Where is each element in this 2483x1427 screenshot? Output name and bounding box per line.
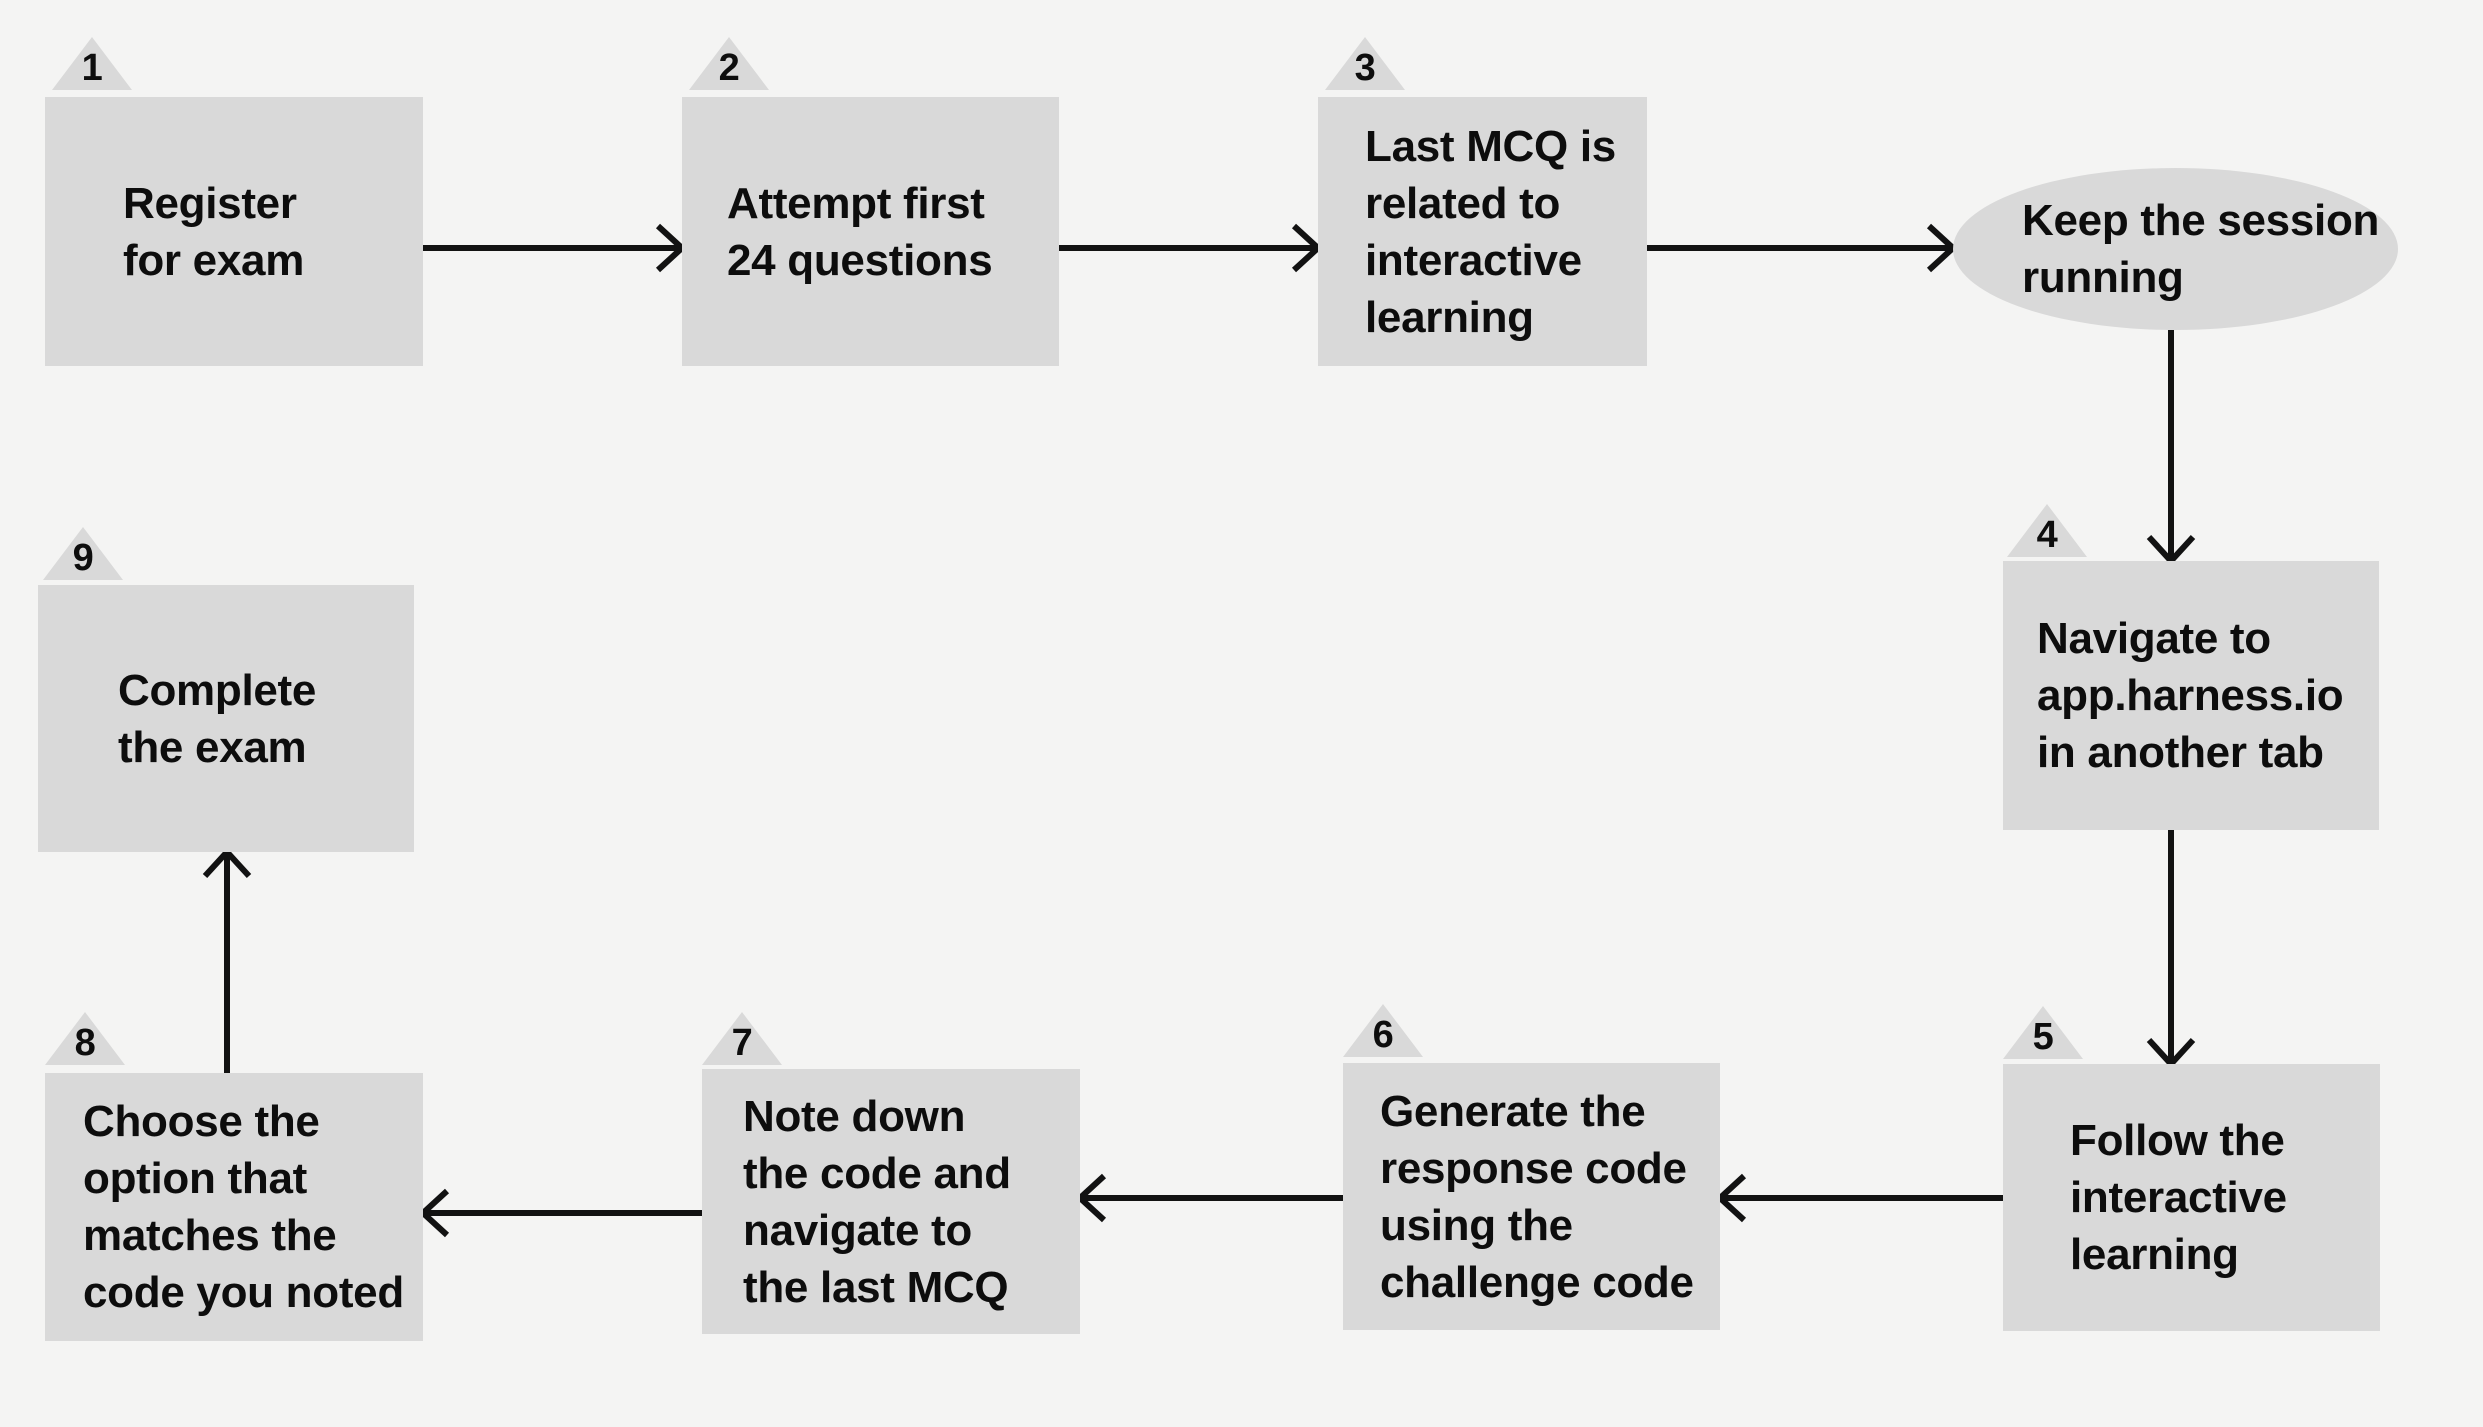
flow-step-8: 8 Choose the option that matches the cod… (45, 1012, 423, 1341)
flow-step-2: 2 Attempt first 24 questions (682, 37, 1059, 366)
flow-step-1: 1 Register for exam (45, 37, 423, 366)
step-label-line: navigate to (743, 1205, 972, 1255)
flow-step-5: 5 Follow the interactive learning (2003, 1006, 2380, 1331)
step-label-line: interactive (1365, 235, 1582, 285)
step-label-line: Generate the (1380, 1086, 1646, 1136)
step-number: 2 (718, 47, 740, 89)
arrow-step6-to-step7 (1075, 1173, 1343, 1223)
flow-step-4: 4 Navigate to app.harness.io in another … (2003, 504, 2379, 830)
step-label: Note down the code and navigate to the l… (702, 1088, 1080, 1316)
step-label-line: Keep the session (2022, 196, 2380, 245)
step-label-line: Complete (118, 665, 317, 715)
flow-step-6: 6 Generate the response code using the c… (1343, 1004, 1720, 1330)
arrow-step4-to-step5 (2146, 830, 2196, 1069)
step-label-line: Note down (743, 1091, 966, 1141)
step-label-line: learning (1365, 292, 1534, 342)
step-label-line: the code and (743, 1148, 1011, 1198)
step-label: Keep the session running (1953, 192, 2398, 306)
arrow-step8-to-step9 (202, 847, 252, 1073)
step-label-line: Navigate to (2037, 614, 2271, 663)
arrow-step3-to-keep-session (1647, 223, 1958, 273)
step-label-line: Last MCQ is (1365, 121, 1616, 171)
step-label-line: using the (1380, 1200, 1573, 1250)
step-label-line: challenge code (1380, 1257, 1694, 1307)
flow-step-7: 7 Note down the code and navigate to the… (702, 1012, 1080, 1334)
step-label: Complete the exam (38, 662, 414, 776)
flow-step-3: 3 Last MCQ is related to interactive lea… (1318, 37, 1647, 366)
step-label-line: running (2022, 253, 2184, 302)
step-label-line: 24 questions (727, 235, 993, 285)
step-label: Navigate to app.harness.io in another ta… (2003, 610, 2379, 781)
step-label: Generate the response code using the cha… (1343, 1083, 1720, 1311)
arrow-step5-to-step6 (1715, 1173, 2003, 1223)
step-label-line: interactive (2070, 1173, 2287, 1222)
step-label-line: matches the (83, 1211, 337, 1260)
step-label: Follow the interactive learning (2003, 1112, 2380, 1283)
step-label-line: Register (123, 178, 297, 228)
step-label-line: the last MCQ (743, 1262, 1009, 1312)
step-label: Register for exam (45, 175, 423, 289)
step-label-line: Follow the (2070, 1116, 2285, 1165)
step-label-line: Attempt first (727, 178, 985, 228)
step-number: 1 (81, 47, 103, 89)
step-label-line: code you noted (83, 1268, 404, 1317)
step-label-line: Choose the (83, 1097, 320, 1146)
step-label-line: response code (1380, 1143, 1687, 1193)
step-number: 9 (72, 537, 94, 579)
step-number: 4 (2036, 514, 2058, 556)
step-label-line: for exam (123, 235, 305, 285)
step-number: 7 (731, 1022, 753, 1064)
step-number: 5 (2032, 1016, 2054, 1058)
step-label-line: related to (1365, 178, 1561, 228)
arrow-step1-to-step2 (423, 223, 687, 273)
flow-step-9: 9 Complete the exam (38, 527, 414, 852)
flow-node-keep-session: Keep the session running (1953, 168, 2398, 330)
arrow-keep-session-to-step4 (2146, 330, 2196, 566)
arrow-step2-to-step3 (1059, 223, 1323, 273)
step-label-line: option that (83, 1154, 307, 1203)
step-label: Last MCQ is related to interactive learn… (1318, 118, 1647, 346)
step-number: 8 (74, 1022, 96, 1064)
step-number: 6 (1372, 1014, 1394, 1056)
step-label-line: app.harness.io (2037, 671, 2344, 720)
arrow-step7-to-step8 (418, 1188, 702, 1238)
step-label: Attempt first 24 questions (682, 175, 1059, 289)
step-label: Choose the option that matches the code … (45, 1093, 423, 1321)
step-label-line: the exam (118, 722, 307, 772)
step-number: 3 (1354, 47, 1376, 89)
step-label-line: learning (2070, 1230, 2239, 1279)
step-label-line: in another tab (2037, 728, 2324, 777)
